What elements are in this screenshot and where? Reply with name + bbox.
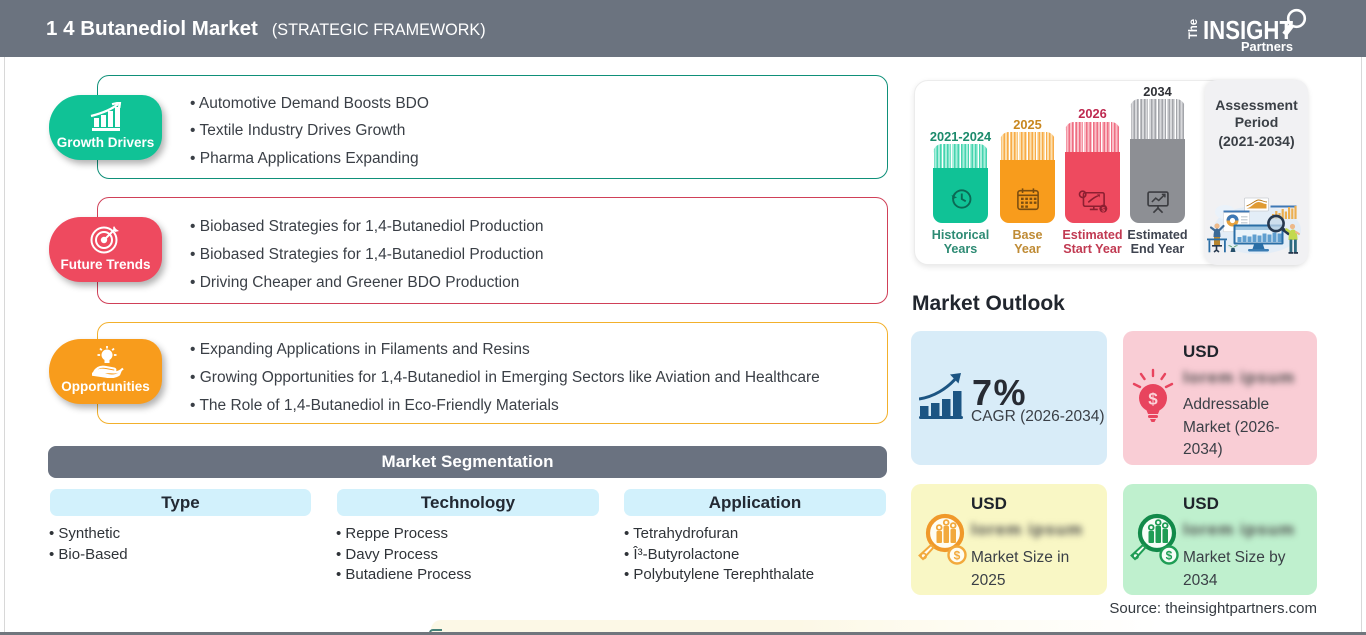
svg-text:$: $ [954, 549, 961, 563]
svg-text:$: $ [1148, 390, 1158, 409]
svg-text:The: The [1188, 19, 1200, 39]
svg-text:$: $ [1166, 549, 1173, 563]
svg-text:$: $ [1101, 206, 1105, 213]
svg-text:INSIGHT: INSIGHT [1203, 15, 1293, 45]
svg-text:Partners: Partners [1241, 39, 1293, 54]
